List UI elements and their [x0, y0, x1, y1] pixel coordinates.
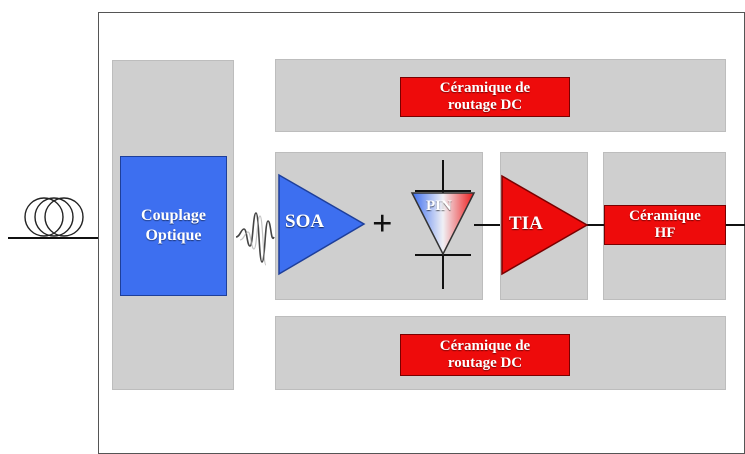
ceramic-dc-bottom-box: Céramique de routage DC	[400, 334, 570, 376]
optical-pulse-icon	[235, 212, 275, 263]
ceramic-dc-top-box: Céramique de routage DC	[400, 77, 570, 117]
plus-sign: +	[372, 203, 393, 243]
coupling-box: Couplage Optique	[120, 156, 227, 296]
fiber-coil-icon	[24, 197, 84, 237]
tia-label: TIA	[509, 213, 543, 234]
ceramic-dc-bottom-label: Céramique de routage DC	[439, 338, 531, 371]
fiber-input	[8, 197, 100, 239]
soa-triangle	[278, 173, 366, 276]
photodiode-icon	[410, 160, 476, 289]
ceramic-hf-label: Céramique HF	[629, 208, 701, 241]
pin-label: PIN	[426, 198, 452, 214]
ceramic-dc-top-label: Céramique de routage DC	[439, 80, 531, 113]
tia-triangle	[501, 174, 589, 276]
ceramic-hf-box: Céramique HF	[604, 205, 726, 245]
coupling-label: Couplage Optique	[141, 207, 206, 244]
signal-chain	[235, 160, 745, 289]
soa-label: SOA	[285, 211, 325, 232]
